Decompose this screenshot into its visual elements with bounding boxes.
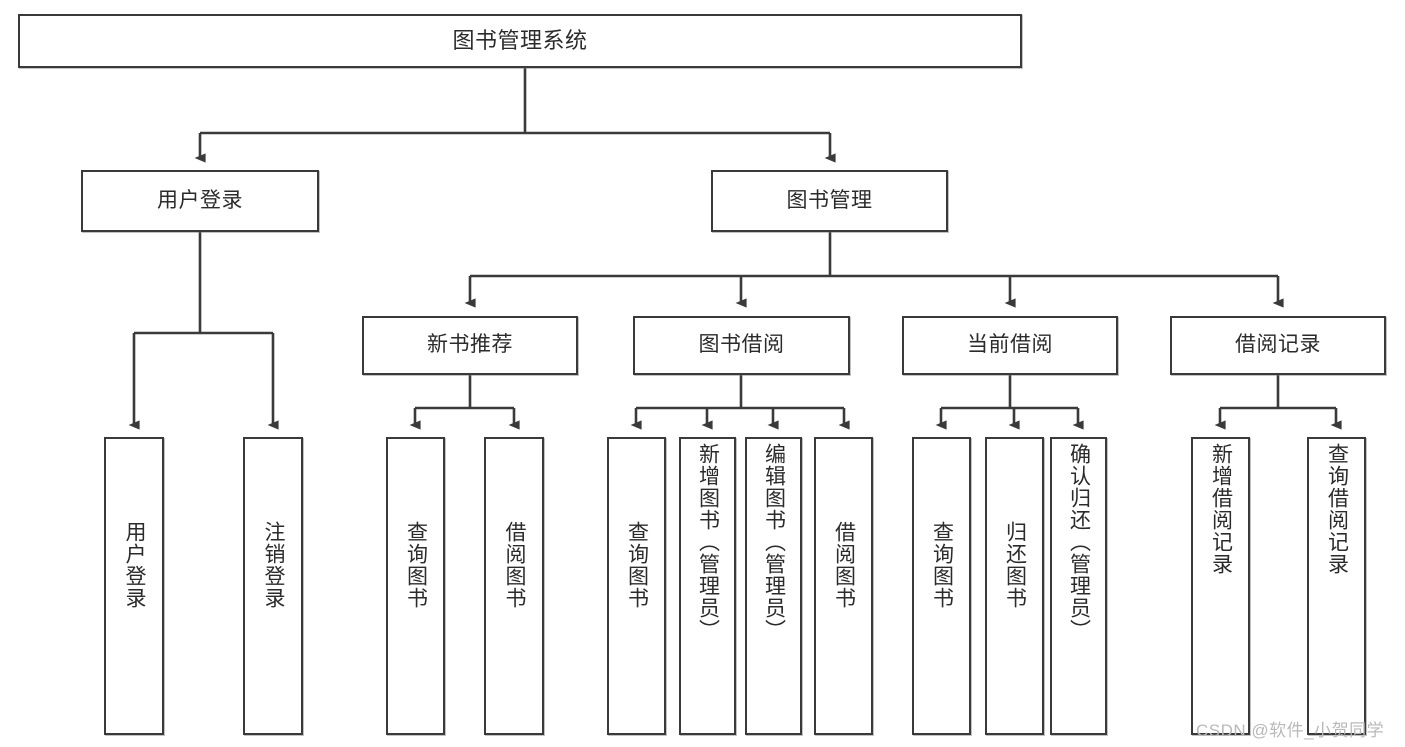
leaf-node[interactable]: 注销登录	[243, 437, 303, 735]
leaf-node[interactable]: 查询图书	[386, 437, 445, 735]
node-label: 用户登录	[123, 521, 147, 609]
node-label: 查询图书	[404, 521, 428, 609]
node-label: 用户登录	[157, 188, 243, 212]
node-label: 新增图书（管理员）	[696, 443, 720, 641]
leaf-node[interactable]: 确认归还（管理员）	[1050, 437, 1107, 735]
node-label: 借阅记录	[1235, 333, 1321, 357]
node-label: 查询图书	[625, 521, 649, 609]
leaf-node[interactable]: 新增图书（管理员）	[679, 437, 736, 735]
leaf-node[interactable]: 归还图书	[985, 437, 1044, 735]
node-label: 新增借阅记录	[1209, 443, 1233, 575]
node-label: 注销登录	[262, 521, 286, 609]
node-user-login[interactable]: 用户登录	[81, 170, 319, 232]
leaf-node[interactable]: 查询图书	[607, 437, 666, 735]
leaf-node[interactable]: 查询图书	[912, 437, 971, 735]
node-label: 借阅图书	[832, 521, 856, 609]
node-current-borrow[interactable]: 当前借阅	[902, 316, 1118, 375]
node-label: 归还图书	[1003, 521, 1027, 609]
node-borrow-records[interactable]: 借阅记录	[1170, 316, 1386, 375]
node-label: 编辑图书（管理员）	[762, 443, 786, 641]
node-label: 图书借阅	[698, 333, 785, 357]
node-root-system[interactable]: 图书管理系统	[18, 14, 1022, 68]
leaf-node[interactable]: 用户登录	[104, 437, 164, 735]
node-label: 查询借阅记录	[1325, 443, 1349, 575]
node-book-management[interactable]: 图书管理	[711, 170, 948, 232]
leaf-node[interactable]: 借阅图书	[814, 437, 873, 735]
node-label: 确认归还（管理员）	[1067, 443, 1091, 641]
node-new-book-recommend[interactable]: 新书推荐	[362, 316, 578, 375]
node-label: 当前借阅	[967, 333, 1053, 357]
node-label: 图书管理	[786, 188, 873, 212]
leaf-node[interactable]: 借阅图书	[484, 437, 544, 735]
leaf-node[interactable]: 查询借阅记录	[1307, 437, 1366, 735]
node-label: 查询图书	[930, 521, 954, 609]
csdn-watermark: CSDN @软件_小贺同学	[1196, 721, 1385, 740]
node-label: 新书推荐	[427, 333, 513, 357]
leaf-node[interactable]: 新增借阅记录	[1191, 437, 1250, 735]
leaf-node[interactable]: 编辑图书（管理员）	[745, 437, 802, 735]
node-label: 图书管理系统	[452, 28, 588, 54]
node-label: 借阅图书	[503, 521, 527, 609]
node-book-borrow[interactable]: 图书借阅	[633, 316, 850, 375]
